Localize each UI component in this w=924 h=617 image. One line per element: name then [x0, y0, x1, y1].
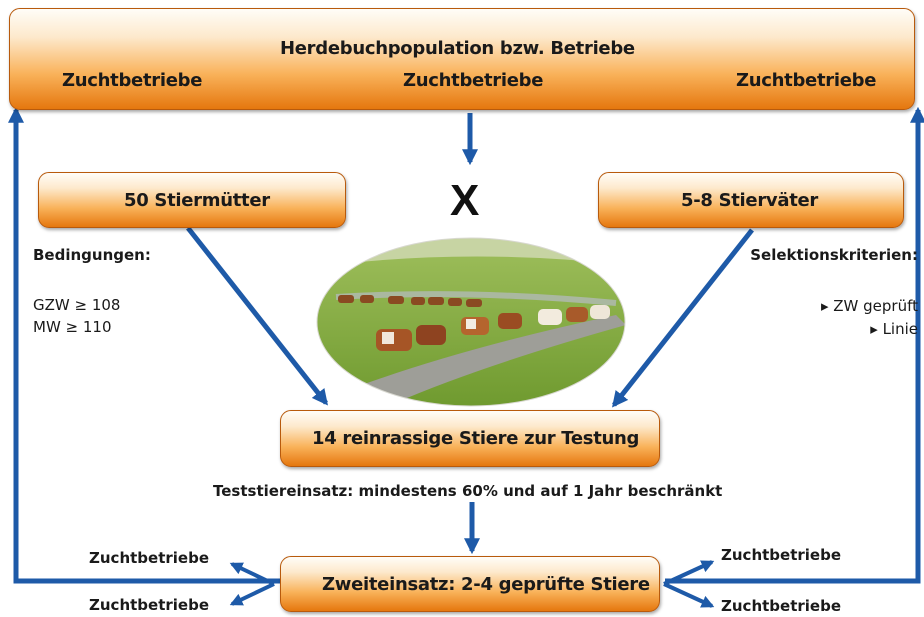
- population-title: Herdebuchpopulation bzw. Betriebe: [280, 38, 635, 59]
- criterion-linie: ▸ Linie: [870, 320, 918, 338]
- criterion-zw: ▸ ZW geprüft: [820, 297, 918, 315]
- arrow-second-to-right-bottom: [663, 582, 715, 608]
- fathers-label: 5-8 Stierväter: [681, 190, 818, 211]
- criteria-heading: Selektionskriterien:: [750, 246, 918, 264]
- population-right-label: Zuchtbetriebe: [736, 70, 877, 91]
- population-center-label: Zuchtbetriebe: [403, 70, 544, 91]
- cross-symbol: X: [450, 176, 480, 225]
- second-use-box: [280, 556, 660, 612]
- right-target-bottom: Zuchtbetriebe: [721, 597, 841, 615]
- test-bulls-box: [280, 410, 660, 467]
- arrow-fathers-to-test: [612, 228, 754, 408]
- left-target-bottom: Zuchtbetriebe: [89, 596, 209, 614]
- arrow-mothers-to-test: [186, 226, 328, 406]
- population-left-label: Zuchtbetriebe: [62, 70, 203, 91]
- fathers-box: [598, 172, 904, 228]
- condition-mw: MW ≥ 110: [33, 318, 112, 336]
- left-target-top: Zuchtbetriebe: [89, 549, 209, 567]
- arrow-second-to-left-top: [229, 562, 275, 586]
- condition-gzw: GZW ≥ 108: [33, 296, 121, 314]
- second-use-label: Zweiteinsatz: 2-4 geprüfte Stiere: [322, 574, 650, 595]
- mothers-label: 50 Stiermütter: [124, 190, 270, 211]
- arrow-feedback-left: [7, 106, 282, 584]
- population-box: [9, 8, 915, 110]
- right-target-top: Zuchtbetriebe: [721, 546, 841, 564]
- conditions-heading: Bedingungen:: [33, 246, 151, 264]
- arrow-second-to-left-bottom: [229, 582, 275, 606]
- arrow-feedback-right: [665, 106, 924, 584]
- cattle-photo: [316, 237, 626, 407]
- test-bulls-note: Teststiereinsatz: mindestens 60% und auf…: [213, 482, 723, 500]
- arrow-second-to-right-top: [663, 560, 715, 586]
- test-bulls-label: 14 reinrassige Stiere zur Testung: [312, 428, 640, 449]
- mothers-box: [38, 172, 346, 228]
